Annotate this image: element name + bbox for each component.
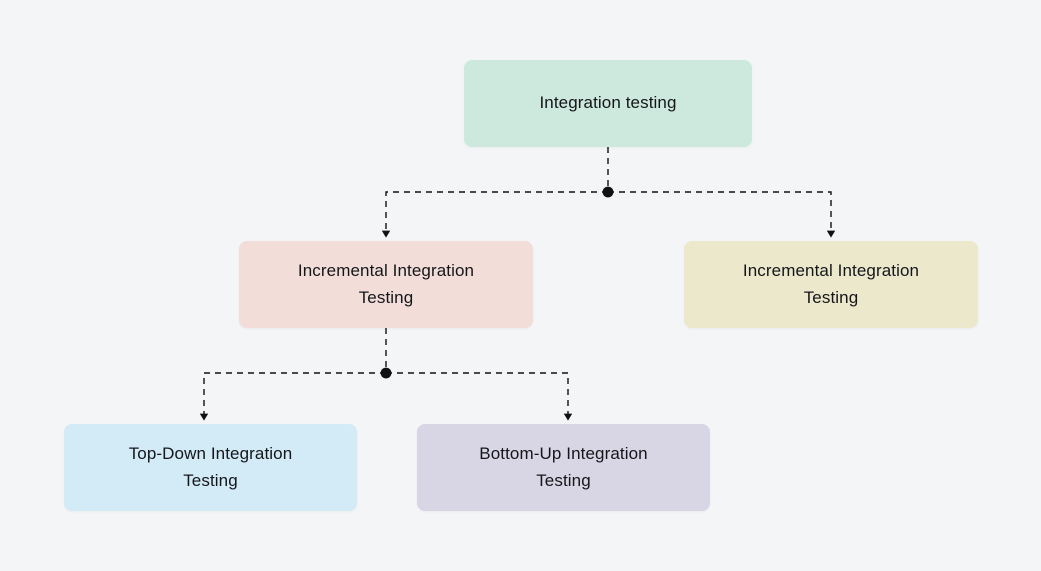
node-incremental-integration-testing-right[interactable]: Incremental Integration Testing [684,241,978,328]
node-incremental-integration-testing-left[interactable]: Incremental Integration Testing [239,241,533,328]
junction-dot-top [602,186,614,198]
node-label: Incremental Integration Testing [742,261,920,307]
node-label: Bottom-Up Integration Testing [479,444,648,490]
edge-incremental-to-top-down [199,372,386,421]
node-label: Top-Down Integration Testing [128,444,293,490]
edge-incremental-to-bottom-up [386,372,573,421]
node-integration-testing[interactable]: Integration testing [464,60,752,147]
edge-integration-to-incremental-left [381,191,608,238]
node-label: Integration testing [539,93,677,113]
node-label: Incremental Integration Testing [297,261,475,307]
node-top-down-integration-testing[interactable]: Top-Down Integration Testing [64,424,357,511]
junction-dot-middle [380,367,392,379]
edge-integration-to-incremental-right [608,191,836,238]
node-bottom-up-integration-testing[interactable]: Bottom-Up Integration Testing [417,424,710,511]
